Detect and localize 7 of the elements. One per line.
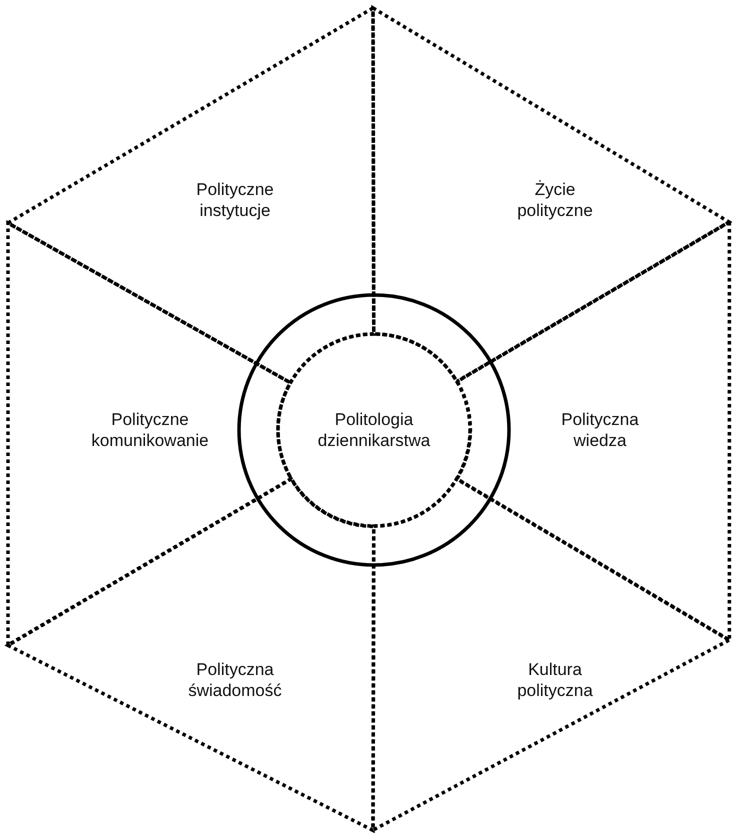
center-label: Politologia dziennikarstwa bbox=[316, 409, 432, 451]
sector-label: Polityczna wiedza bbox=[560, 409, 640, 451]
sector-label: Polityczne instytucje bbox=[195, 179, 275, 221]
sector-label: Życie polityczne bbox=[516, 179, 594, 221]
sector-label: Polityczna świadomość bbox=[187, 658, 283, 701]
sector-label: Polityczne komunikowanie bbox=[90, 409, 210, 451]
sector-label: Kultura polityczna bbox=[516, 658, 594, 701]
